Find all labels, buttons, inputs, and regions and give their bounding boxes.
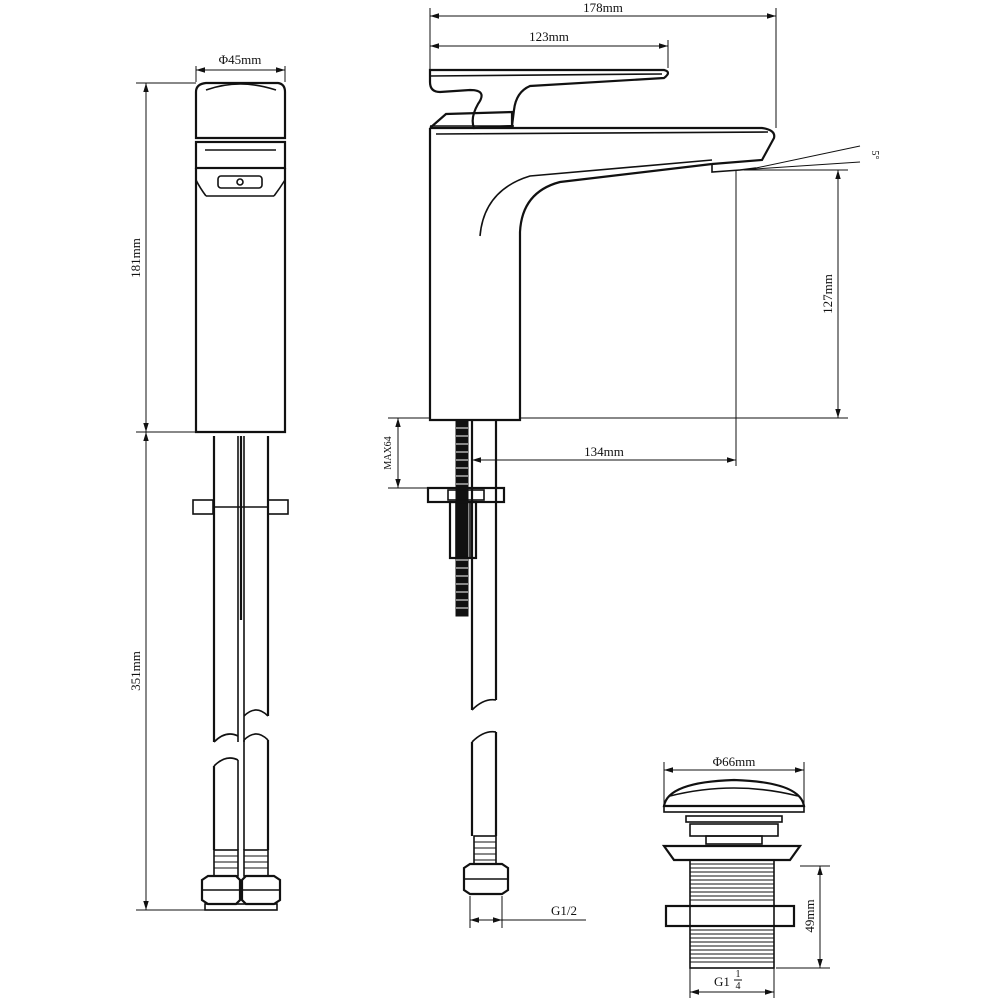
waste-thread-label: G1 (714, 974, 730, 989)
spout-height-label: 127mm (820, 274, 835, 314)
waste-dimensions: Φ66mm 49mm G1 1 4 (663, 754, 830, 998)
waste-diameter-label: Φ66mm (713, 754, 756, 769)
angle-label: 5° (869, 151, 880, 160)
side-diameter-label: Φ45mm (219, 52, 262, 67)
front-view (426, 68, 776, 896)
side-dimensions: Φ45mm 181mm 351mm (128, 52, 286, 911)
waste-view (661, 778, 806, 969)
waste-thread-numerator: 1 (736, 969, 741, 980)
top-width-label: 178mm (583, 0, 623, 15)
side-view (192, 81, 289, 911)
spout-reach-label: 134mm (584, 444, 624, 459)
hose-length-label: 351mm (128, 651, 143, 691)
max-deck-label: MAX64 (383, 436, 394, 469)
front-dimensions: 178mm 123mm 5° 127mm 134mm MAX64 G1/2 (383, 0, 880, 928)
waste-thread-denominator: 4 (736, 981, 741, 992)
hose-thread-label: G1/2 (551, 903, 577, 918)
body-height-label: 181mm (128, 238, 143, 278)
handle-length-label: 123mm (529, 29, 569, 44)
waste-height-label: 49mm (802, 899, 817, 932)
